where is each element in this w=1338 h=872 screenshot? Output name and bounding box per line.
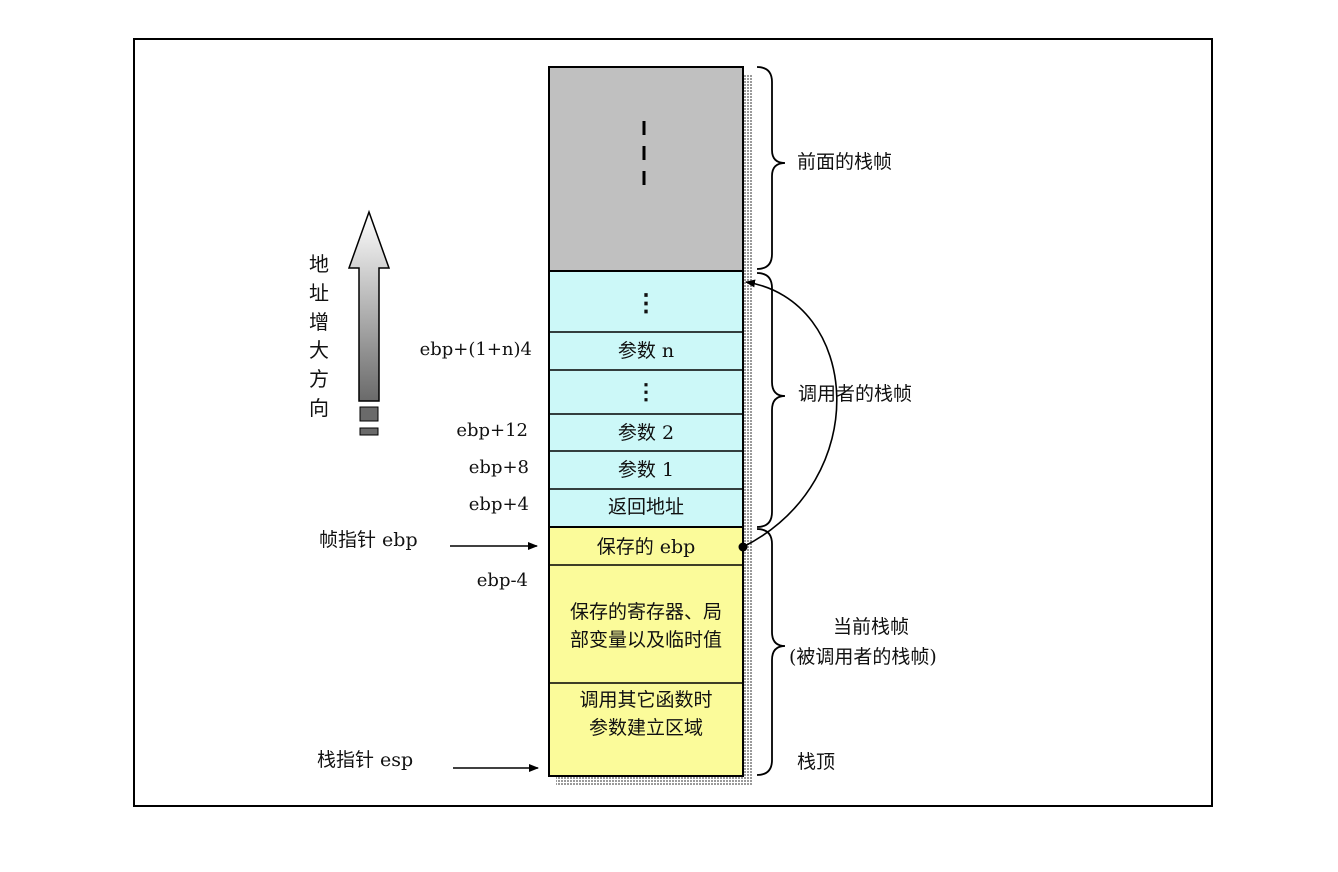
cell-line: 调用其它函数时 <box>579 689 713 711</box>
offset-below-ebp: ebp-4 <box>476 570 528 591</box>
frame-pointer-label: 帧指针 ebp <box>319 529 418 551</box>
direction-char: 增 <box>309 309 329 334</box>
cell-param-n: 参数 n <box>617 340 675 362</box>
direction-char: 地 <box>309 252 329 276</box>
address-direction-block-1 <box>359 406 379 422</box>
brace-current-frame <box>756 528 786 776</box>
cell-return-address: 返回地址 <box>607 496 684 518</box>
direction-char: 方 <box>309 367 329 392</box>
offset-return-address: ebp+4 <box>468 494 529 515</box>
label-previous-frame: 前面的栈帧 <box>797 151 893 173</box>
diagram-frame <box>133 38 1213 807</box>
previous-frame-block <box>548 66 744 272</box>
brace-previous-frame <box>756 66 786 270</box>
label-callee-frame: (被调用者的栈帧) <box>789 646 937 668</box>
label-caller-frame: 调用者的栈帧 <box>798 383 913 405</box>
cell-call-args-area: 调用其它函数时 参数建立区域 <box>549 687 743 742</box>
cell-saved-ebp: 保存的 ebp <box>596 536 696 558</box>
direction-char: 址 <box>309 280 329 305</box>
cell-param-1: 参数 1 <box>617 459 675 481</box>
cell-dots-mid: ⋮ <box>635 379 657 405</box>
offset-param-1: ebp+8 <box>468 457 529 478</box>
address-direction-arrow <box>347 209 391 402</box>
direction-char: 向 <box>309 395 329 420</box>
label-current-frame: 当前栈帧 <box>833 616 910 638</box>
offset-param-n: ebp+(1+n)4 <box>419 339 532 360</box>
label-stack-top: 栈顶 <box>797 751 836 773</box>
address-direction-block-2 <box>359 427 379 436</box>
direction-char: 大 <box>309 338 329 363</box>
address-direction-label: 地 址 增 大 方 向 <box>306 250 332 423</box>
cell-dots-top: ⋮ <box>634 288 658 317</box>
cell-line: 保存的寄存器、局 <box>569 601 722 623</box>
current-frame-block <box>548 526 744 777</box>
cell-line: 部变量以及临时值 <box>569 628 722 651</box>
offset-param-2: ebp+12 <box>456 420 528 441</box>
stack-pointer-label: 栈指针 esp <box>317 749 414 771</box>
cell-line: 参数建立区域 <box>588 716 703 739</box>
saved-ebp-link-arrow <box>742 279 838 548</box>
cell-saved-registers: 保存的寄存器、局 部变量以及临时值 <box>549 599 743 654</box>
cell-param-2: 参数 2 <box>617 422 675 444</box>
brace-caller-frame <box>756 272 786 528</box>
